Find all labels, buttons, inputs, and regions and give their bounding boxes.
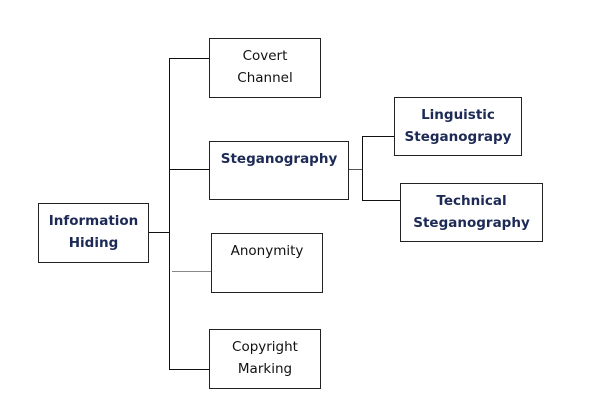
node-copyright-marking: Copyright Marking — [209, 329, 321, 389]
connector-technical — [362, 200, 400, 201]
connector-steg-trunk — [362, 136, 363, 201]
node-label-line1: Steganography — [220, 151, 338, 167]
node-covert-channel: Covert Channel — [209, 38, 321, 98]
node-label-line2: Hiding — [68, 235, 119, 251]
node-label-line1: Covert — [242, 48, 288, 64]
connector-anonymity — [172, 271, 211, 272]
connector-covert — [169, 58, 209, 59]
node-label-line2: Steganography — [413, 215, 530, 231]
node-label-line1: Technical — [436, 193, 507, 209]
node-technical-steganography: Technical Steganography — [400, 183, 543, 242]
connector-steganography — [169, 169, 209, 170]
node-linguistic-steganography: Linguistic Steganograpy — [394, 97, 522, 156]
connector-copyright — [169, 369, 209, 370]
node-label-line1: Copyright — [232, 339, 298, 355]
node-steganography: Steganography — [209, 141, 349, 200]
node-anonymity: Anonymity — [211, 233, 323, 293]
node-information-hiding: Information Hiding — [38, 203, 149, 263]
connector-trunk — [169, 58, 170, 370]
node-label-line1: Information — [48, 213, 139, 229]
node-label-line1: Linguistic — [421, 107, 495, 123]
node-label-line2: Marking — [237, 361, 293, 377]
node-label-line2: Steganograpy — [404, 129, 512, 145]
connector-linguistic — [362, 136, 394, 137]
connector-steg-out — [348, 169, 362, 170]
node-label-line1: Anonymity — [230, 243, 304, 259]
connector-root — [148, 232, 170, 233]
node-label-line2: Channel — [237, 70, 293, 86]
